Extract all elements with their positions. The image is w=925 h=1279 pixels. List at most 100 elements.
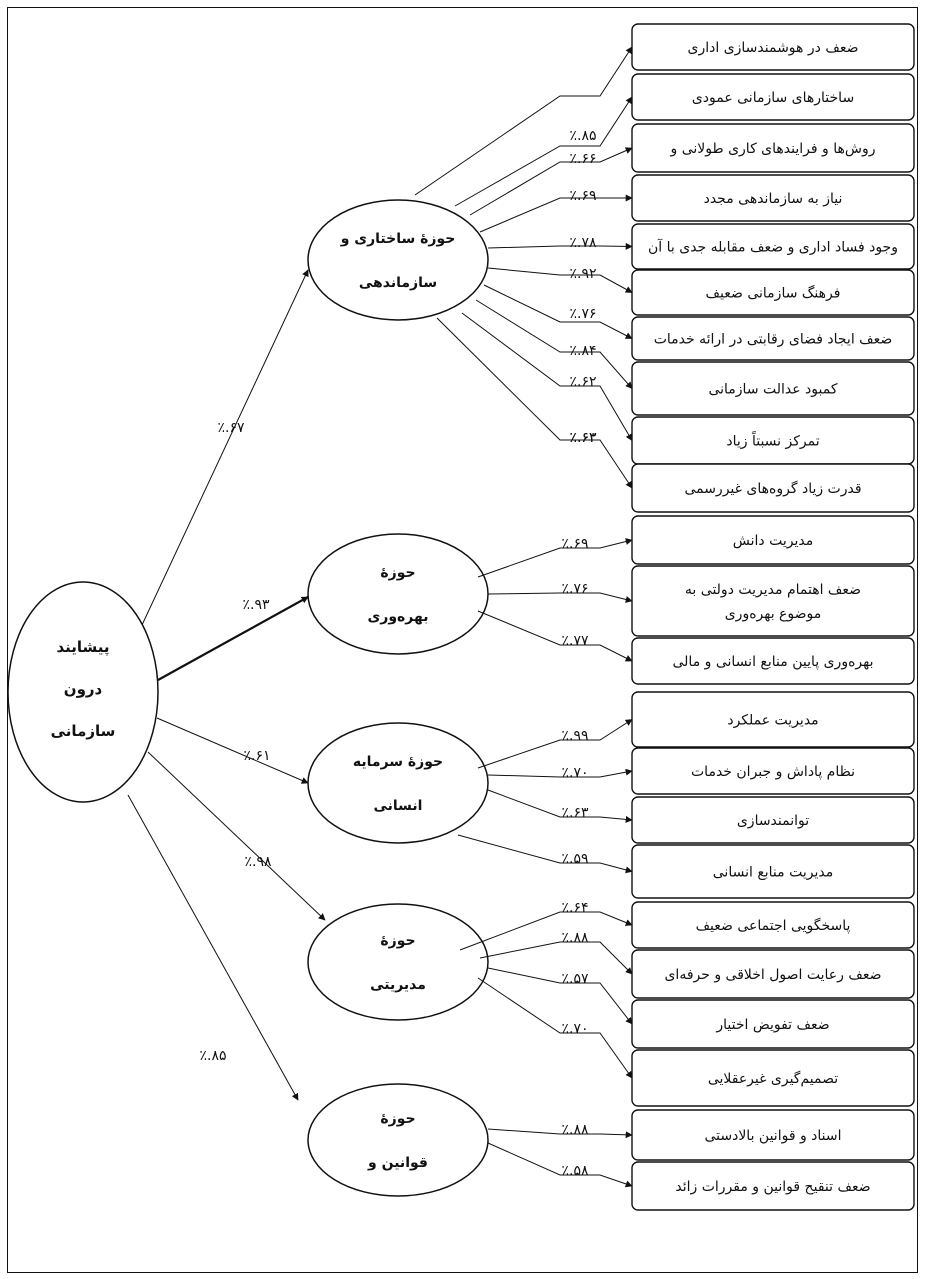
- domain-to-indicator-arrow: [475, 299, 633, 390]
- domain-to-indicator-arrow: [479, 194, 633, 233]
- domain-to-indicator-arrow: [436, 317, 633, 489]
- indicator-label: اسناد و قوانین بالادستی: [704, 1128, 841, 1144]
- domain-to-indicator-arrow: [487, 1128, 633, 1139]
- domain-to-indicator-arrow: [487, 267, 633, 293]
- indicator-label: کمبود عدالت سازمانی: [708, 382, 837, 398]
- domain-to-indicator-arrow: [479, 941, 633, 975]
- domain-node-label: انسانی: [374, 798, 423, 814]
- domain-to-indicator-arrow: [477, 538, 633, 578]
- indicator-label: بهره‌وری پایین منابع انسانی و مالی: [673, 654, 874, 670]
- domain-to-indicator-arrow: [477, 977, 633, 1079]
- domain-to-indicator-arrow: [487, 967, 633, 1025]
- path-coefficient: ٪.۹۳: [242, 597, 269, 613]
- loading-coefficient: ٪.۶۲: [569, 374, 596, 390]
- loading-coefficient: ٪.۶۲: [569, 430, 596, 446]
- loading-coefficient: ٪.۷۰: [561, 765, 588, 781]
- domain-node-label: سازماندهی: [359, 275, 437, 291]
- domain-to-indicator-arrow: [469, 147, 633, 216]
- domain-to-indicator-arrow: [487, 242, 633, 250]
- domain-node: [307, 199, 489, 321]
- domain-node-label: حوزۀ سرمایه: [353, 754, 443, 770]
- loading-coefficient: ٪.۷۸: [569, 235, 596, 251]
- indicator-label: قدرت زیاد گروه‌های غیررسمی: [684, 480, 861, 497]
- diagram-frame: [7, 7, 918, 1273]
- root-node-label: درون: [64, 680, 103, 698]
- loading-coefficient: ٪.۶۴: [561, 900, 588, 916]
- indicator-label: ضعف در هوشمندسازی اداری: [688, 40, 859, 56]
- loading-coefficient: ٪.۷۰: [561, 1021, 588, 1037]
- domain-to-indicator-arrow: [487, 592, 633, 603]
- indicator-label: روش‌ها و فرایندهای کاری طولانی و: [670, 141, 876, 157]
- loading-coefficient: ٪.۸۸: [561, 1122, 588, 1138]
- domain-to-indicator-arrow: [454, 96, 633, 207]
- domain-node-label: قوانین و: [367, 1155, 428, 1171]
- indicator-label: مدیریت عملکرد: [727, 713, 818, 729]
- domain-node-label: حوزۀ: [380, 1111, 415, 1127]
- loading-coefficient: ٪.۶۳: [569, 430, 596, 446]
- loading-coefficient: ٪.۶۳: [561, 805, 588, 821]
- indicator-label: پاسخگویی اجتماعی ضعیف: [696, 917, 851, 934]
- indicator-label: توانمندسازی: [737, 813, 809, 829]
- domain-node: [307, 1083, 489, 1197]
- indicator-label: ضعف رعایت اصول اخلاقی و حرفه‌ای: [664, 967, 881, 983]
- path-coefficient: ٪.۹۸: [244, 854, 271, 870]
- indicator-box: [631, 565, 915, 637]
- domain-to-indicator-arrow: [414, 46, 633, 196]
- domain-node: [307, 903, 489, 1021]
- loading-coefficient: ٪.۵۹: [561, 851, 588, 867]
- domain-to-indicator-arrow: [461, 312, 633, 442]
- loading-coefficient: ٪.۶۶: [569, 151, 596, 167]
- domain-to-indicator-arrow: [487, 789, 633, 823]
- indicator-label: ضعف تفویض اختیار: [715, 1017, 829, 1033]
- path-coefficient: ٪.۶۷: [217, 420, 244, 436]
- indicator-label: نظام پاداش و جبران خدمات: [691, 764, 855, 780]
- path-coefficient: ٪.۸۵: [199, 1048, 226, 1064]
- loading-coefficient: ٪.۸۴: [569, 343, 596, 359]
- indicator-label: موضوع بهره‌وری: [725, 606, 822, 622]
- loading-coefficient: ٪.۷۶: [569, 306, 596, 322]
- root-to-domain-arrow: [141, 269, 309, 626]
- domain-node: [307, 722, 489, 844]
- indicator-label: تمرکز نسبتاً زیاد: [726, 430, 819, 449]
- domain-node-label: حوزۀ: [380, 565, 415, 581]
- root-node-label: پیشایند: [56, 638, 109, 657]
- loading-coefficient: ٪.۵۸: [561, 1163, 588, 1179]
- domain-node-label: حوزۀ ساختاری و: [340, 231, 456, 247]
- domain-node: [307, 533, 489, 655]
- root-to-domain-arrow: [127, 794, 299, 1101]
- loading-coefficient: ٪.۸۸: [561, 930, 588, 946]
- loading-coefficient: ٪.۷۶: [561, 581, 588, 597]
- path-coefficient: ٪.۶۱: [243, 748, 270, 764]
- loading-coefficient: ٪.۵۷: [561, 971, 588, 987]
- indicator-label: وجود فساد اداری و ضعف مقابله جدی با آن: [648, 239, 898, 256]
- root-node: [7, 581, 159, 803]
- domain-node-label: بهره‌وری: [367, 609, 428, 625]
- indicator-label: مدیریت منابع انسانی: [713, 865, 833, 881]
- indicator-label: ضعف ایجاد فضای رقابتی در ارائه خدمات: [654, 332, 893, 348]
- loading-coefficient: ٪.۶۹: [569, 188, 596, 204]
- domain-to-indicator-arrow: [483, 284, 633, 339]
- indicator-label: نیاز به سازماندهی مجدد: [704, 191, 843, 207]
- loading-coefficient: ٪.۶۹: [561, 536, 588, 552]
- indicator-label: تصمیم‌گیری غیرعقلایی: [708, 1070, 838, 1087]
- root-to-domain-arrow: [147, 751, 326, 921]
- domain-node-label: مدیریتی: [370, 977, 426, 993]
- indicator-label: ضعف تنقیح قوانین و مقررات زائد: [675, 1179, 870, 1195]
- domain-to-indicator-arrow: [477, 610, 633, 662]
- domain-to-indicator-arrow: [457, 834, 633, 874]
- domain-to-indicator-arrow: [477, 719, 633, 769]
- loading-coefficient: ٪.۷۷: [561, 633, 588, 649]
- domain-node-label: حوزۀ: [380, 933, 415, 949]
- indicator-label: ساختارهای سازمانی عمودی: [692, 90, 854, 106]
- root-to-domain-arrow: [157, 596, 309, 681]
- domain-to-indicator-arrow: [487, 768, 633, 778]
- domain-to-indicator-arrow: [459, 911, 633, 951]
- loading-coefficient: ٪.۸۵: [569, 128, 596, 144]
- domain-to-indicator-arrow: [487, 1142, 633, 1188]
- root-node-label: سازمانی: [51, 722, 116, 740]
- loading-coefficient: ٪.۹۲: [569, 266, 596, 282]
- indicator-label: فرهنگ سازمانی ضعیف: [706, 285, 841, 302]
- loading-coefficient: ٪.۹۹: [561, 728, 588, 744]
- root-to-domain-arrow: [156, 717, 309, 784]
